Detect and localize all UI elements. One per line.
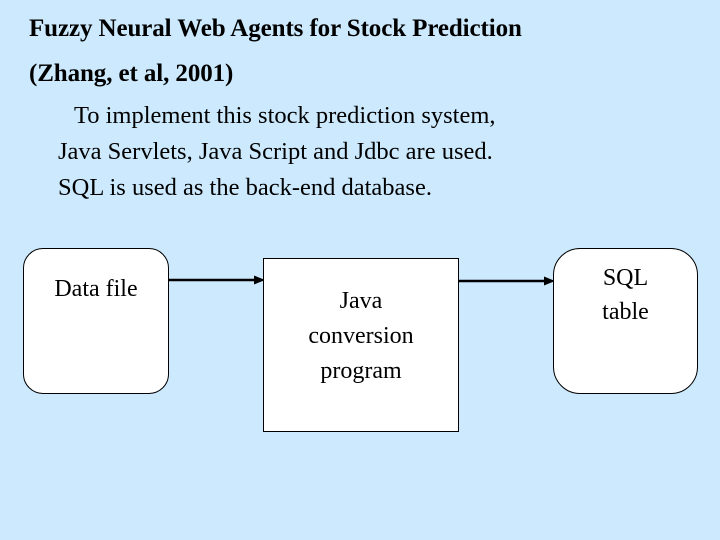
slide-title: Fuzzy Neural Web Agents for Stock Predic… (29, 6, 699, 96)
diagram-node-data-file-label: Data file (54, 276, 138, 302)
sql-label-line-2: table (602, 299, 649, 325)
diagram-node-java-conversion-program: Java conversion program (263, 258, 459, 432)
body-line-3: SQL is used as the back-end database. (58, 174, 432, 201)
diagram-node-sql-table-label: SQL table (554, 261, 697, 329)
java-label-line-3: program (320, 358, 402, 384)
body-line-1: To implement this stock prediction syste… (74, 102, 496, 129)
diagram-node-data-file: Data file (23, 248, 169, 394)
diagram-node-java-conversion-program-label: Java conversion program (264, 284, 458, 389)
slide-body-text: To implement this stock prediction syste… (58, 98, 678, 206)
java-label-line-2: conversion (308, 323, 414, 349)
java-label-line-1: Java (339, 288, 383, 314)
arrow-data-file-to-java-program (168, 273, 265, 287)
diagram-node-sql-table: SQL table (553, 248, 698, 394)
title-line-1: Fuzzy Neural Web Agents for Stock Predic… (29, 15, 522, 42)
body-line-2: Java Servlets, Java Script and Jdbc are … (58, 138, 493, 165)
title-line-2: (Zhang, et al, 2001) (29, 60, 234, 87)
sql-label-line-1: SQL (602, 265, 649, 291)
arrow-java-program-to-sql-table (458, 274, 555, 288)
